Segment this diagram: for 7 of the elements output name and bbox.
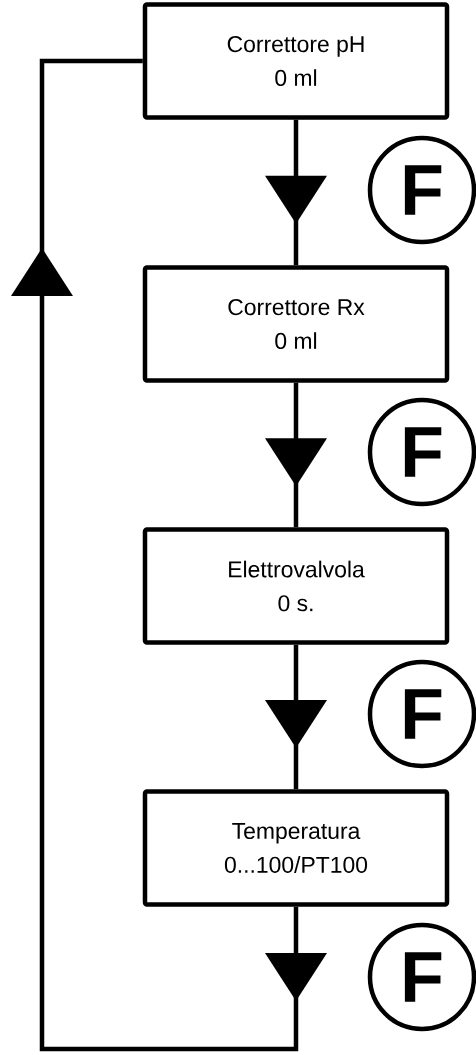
process-box: Temperatura 0...100/PT100 [142, 789, 450, 907]
process-box: Correttore Rx 0 ml [142, 265, 450, 383]
process-box: Correttore pH 0 ml [142, 2, 450, 120]
arrow [265, 644, 327, 790]
arrow [265, 382, 327, 528]
process-box: Elettrovalvola 0 s. [142, 527, 450, 645]
arrow [265, 119, 327, 266]
